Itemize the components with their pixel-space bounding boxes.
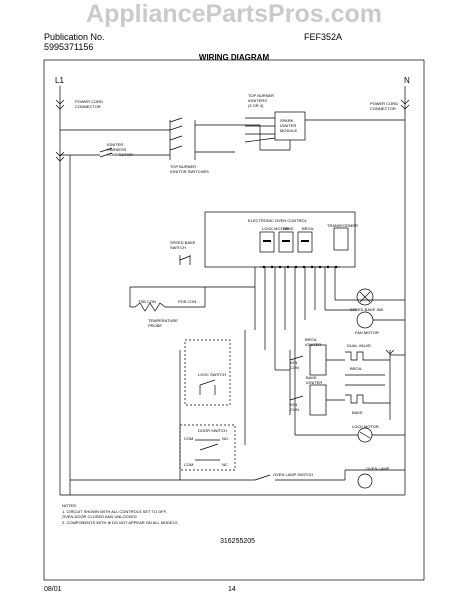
notes-heading: NOTES: xyxy=(62,503,77,508)
relay-label-broil: BROIL xyxy=(302,226,315,231)
footer-page-number: 14 xyxy=(228,586,236,593)
door-switch-no: NO xyxy=(222,436,228,441)
publication-number: 5995371156 xyxy=(44,42,94,52)
note-line-1: 1. CIRCUIT SHOWN WITH ALL CONTROLS SET T… xyxy=(62,508,167,514)
relay-label-bake: BAKE xyxy=(283,226,294,231)
speed-bake-ind-label: SPEED BAKE IND xyxy=(350,307,384,312)
diagram-title: WIRING DIAGRAM xyxy=(198,53,270,62)
notes-block: NOTES: 1. CIRCUIT SHOWN WITH ALL CONTROL… xyxy=(62,503,178,525)
door-switch-nc: NC xyxy=(222,462,228,467)
part-number: 316255205 xyxy=(220,538,256,545)
publication-label: Publication No. xyxy=(44,32,105,42)
line-l1-label: L1 xyxy=(55,76,64,85)
broil-label: BROIL xyxy=(350,366,363,371)
diagram-frame-border xyxy=(43,59,425,581)
fan-motor-label: FAN MOTOR xyxy=(355,330,379,335)
line-n-label: N xyxy=(404,76,410,85)
lock-motor-label: LOCK MOTOR xyxy=(352,424,379,429)
bake-label: BAKE xyxy=(352,410,363,415)
oven-lamp-label: OVEN LAMP xyxy=(366,466,390,471)
electronic-oven-control-label: ELECTRONIC OVEN CONTROL xyxy=(248,218,307,223)
footer-date: 08/01 xyxy=(44,586,62,593)
door-switch-com-upper: COM xyxy=(184,436,194,441)
model-number: FEF352A xyxy=(304,32,343,42)
dual-valve-label: DUAL VALVE xyxy=(347,343,371,348)
note-line-2: OVEN DOOR CLOSED AND UNLOCKED xyxy=(62,514,137,519)
door-switch-label: DOOR SWITCH xyxy=(198,428,227,433)
pcb-con-label: PCB CON xyxy=(178,299,197,304)
relay-label-lock-motor: LOCK MOTOR xyxy=(262,226,289,231)
relay-label-transformer: TRANSFORMER xyxy=(327,223,358,228)
oven-lamp-switch-label: OVEN LAMP SWITCH xyxy=(273,472,314,477)
tsb-con-label: TSB CON xyxy=(138,299,156,304)
watermark: AppliancePartsPros.com xyxy=(86,0,382,28)
lock-switch-label: LOCK SWITCH xyxy=(198,372,226,377)
door-switch-com-lower: COM xyxy=(184,462,194,467)
note-line-3: 2. COMPONENTS WITH ⊕ DO NOT APPEAR ON AL… xyxy=(62,519,178,525)
